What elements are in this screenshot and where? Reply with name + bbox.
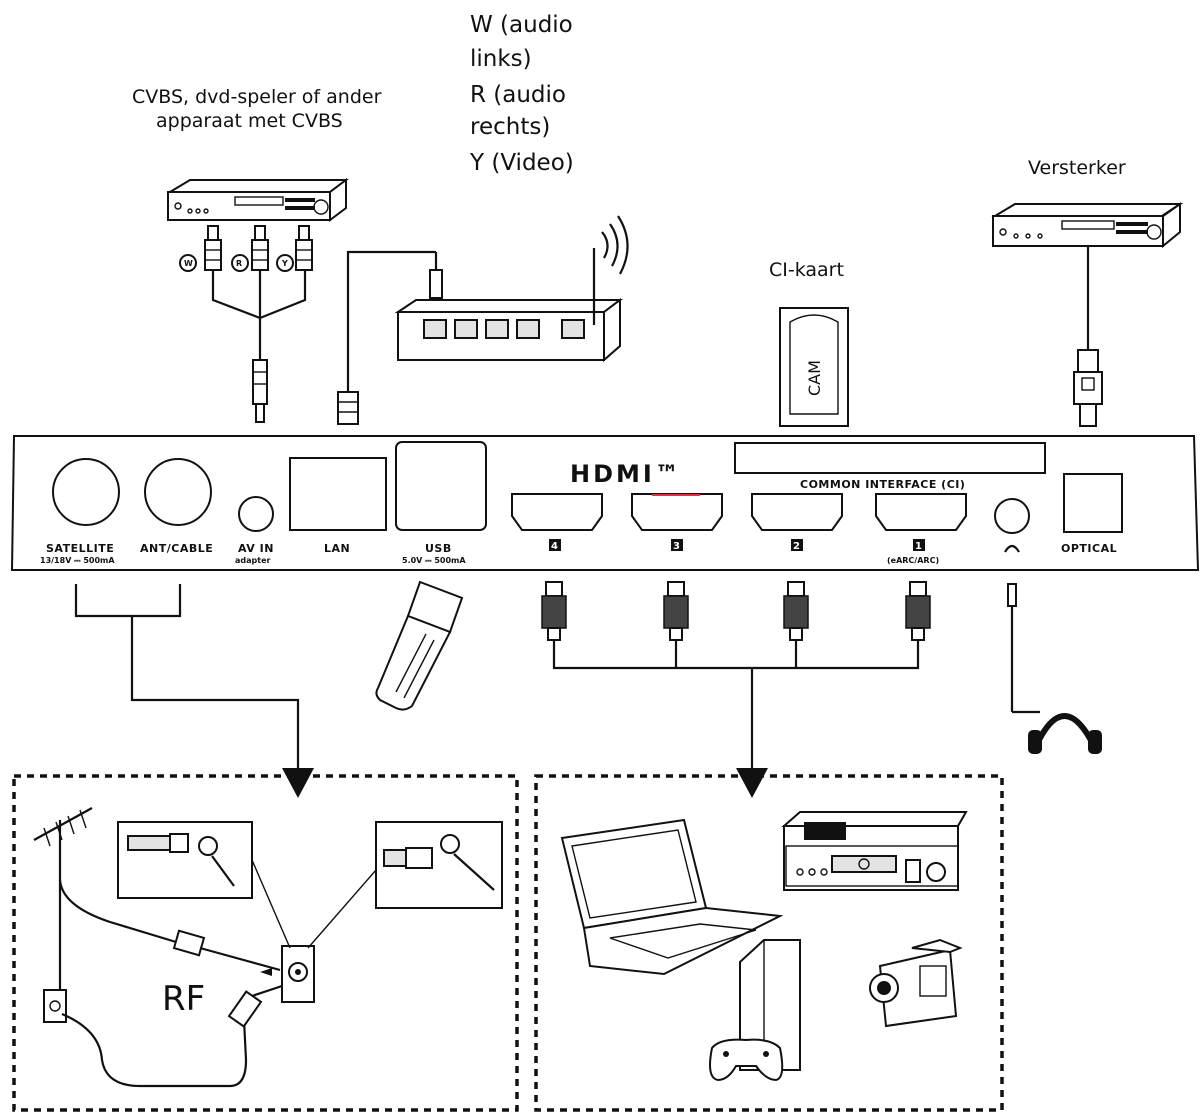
dvd-player-icon xyxy=(166,178,349,222)
hdmi-3-label: 3 xyxy=(673,541,680,552)
hdmi-port-3 xyxy=(631,493,723,531)
av-in-port xyxy=(238,496,274,532)
cam-label: CAM xyxy=(805,360,824,396)
hdmi-4-label: 4 xyxy=(551,541,558,552)
tv-back-panel: SATELLITE 13/18V ⎓ 500mA ANT/CABLE AV IN… xyxy=(10,435,1200,571)
hdmi-2-label: 2 xyxy=(793,541,800,552)
audio-r-label-line2: rechts) xyxy=(470,114,550,140)
hdmi-port-2 xyxy=(751,493,843,531)
versterker-label: Versterker xyxy=(1028,157,1126,179)
cvbs-label-line1: CVBS, dvd-speler of ander xyxy=(132,86,382,108)
ant-cable-port xyxy=(144,458,212,526)
camcorder-icon xyxy=(869,938,963,1028)
antenna-icon xyxy=(33,807,177,1000)
lan-label: LAN xyxy=(324,542,350,555)
optical-port xyxy=(1063,473,1123,533)
av-in-label: AV IN xyxy=(238,542,274,555)
usb-spec-label: 5.0V ⎓ 500mA xyxy=(402,556,466,565)
top-labels: CVBS, dvd-speler of ander apparaat met C… xyxy=(132,12,1126,281)
audio-w-label-line2: links) xyxy=(470,46,532,72)
plug-w-label: W xyxy=(184,259,193,268)
ci-kaart-label: CI-kaart xyxy=(769,259,844,281)
rf-source-box: RF xyxy=(12,774,519,1112)
lan-port xyxy=(289,457,387,531)
headphone-jack-icon xyxy=(1004,544,1020,553)
game-console-icon xyxy=(709,939,801,1082)
hdmi-logo: HDMI™ xyxy=(570,460,682,488)
cam-card-icon: CAM xyxy=(779,307,849,427)
usb-stick-icon xyxy=(375,580,464,711)
hdmi-1-label: 1 xyxy=(915,541,922,552)
common-interface-label: COMMON INTERFACE (CI) xyxy=(800,478,965,491)
earc-label: (eARC/ARC) xyxy=(887,556,939,565)
antenna-connection-lines xyxy=(74,584,314,798)
rf-label: RF xyxy=(162,979,205,1019)
hdmi-port-4 xyxy=(511,493,603,531)
satellite-port xyxy=(52,458,120,526)
headphone-jack xyxy=(994,498,1030,534)
usb-port xyxy=(395,441,487,531)
hdmi-devices-box xyxy=(534,774,1004,1112)
amplifier-icon xyxy=(991,202,1184,427)
video-y-label: Y (Video) xyxy=(469,150,574,176)
audio-r-label-line1: R (audio xyxy=(470,82,566,108)
satellite-label: SATELLITE xyxy=(46,542,114,555)
headphones-icon xyxy=(1007,583,1102,754)
cvbs-label-line2: apparaat met CVBS xyxy=(156,110,343,132)
hdmi-cables xyxy=(541,581,931,798)
ci-slot xyxy=(734,442,1046,474)
rca-plugs: W R Y xyxy=(179,225,313,423)
media-player-icon xyxy=(781,811,968,891)
hdmi-port-1 xyxy=(875,493,967,531)
satellite-spec-label: 13/18V ⎓ 500mA xyxy=(40,556,115,565)
audio-w-label-line1: W (audio xyxy=(470,12,573,38)
av-in-sub-label: adapter xyxy=(235,556,271,565)
plug-y-label: Y xyxy=(281,259,288,268)
usb-label: USB xyxy=(425,542,452,555)
router-icon xyxy=(337,215,629,425)
laptop-icon xyxy=(560,818,784,976)
ant-cable-label: ANT/CABLE xyxy=(140,542,213,555)
plug-r-label: R xyxy=(236,259,242,268)
optical-label: OPTICAL xyxy=(1061,542,1117,555)
